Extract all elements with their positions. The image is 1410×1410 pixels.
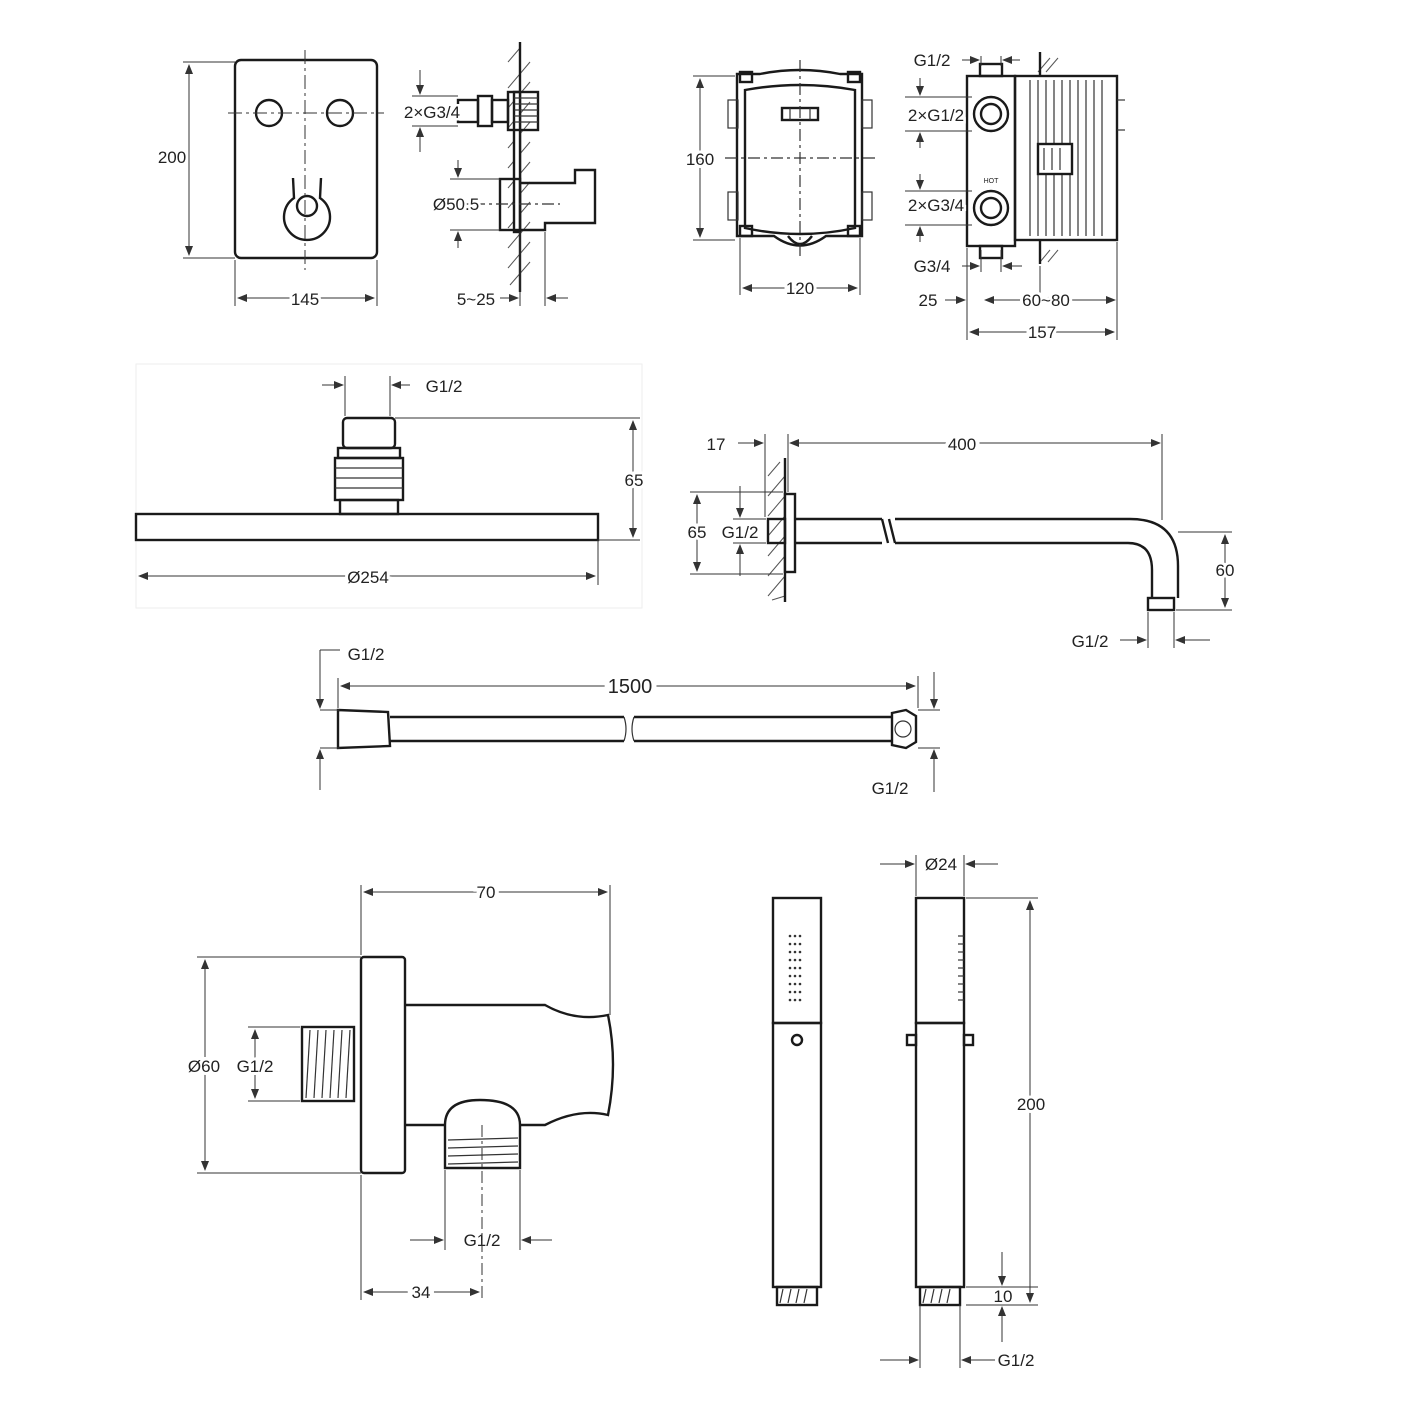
outlet-offset-label: 34	[412, 1283, 431, 1302]
plate-width-label: 145	[291, 290, 319, 309]
hand-diameter-label: Ø24	[925, 855, 957, 874]
box-outlet-thread-label: 2×G1/2	[908, 106, 964, 125]
box-front-view: 160 120	[683, 60, 875, 301]
mixer-side-view: 2×G3/4 Ø50.5 5~25	[401, 42, 597, 309]
hand-thread-length-label: 10	[994, 1287, 1013, 1306]
plate-height-label: 200	[158, 148, 186, 167]
side-depth-label: 5~25	[457, 290, 495, 309]
shower-arm-view: 17 400 65 G1/2 60 G1/2	[685, 431, 1238, 651]
head-shower-view: G1/2 65 Ø254	[134, 363, 646, 609]
head-height-label: 65	[625, 471, 644, 490]
hand-thread-label: G1/2	[998, 1351, 1035, 1370]
box-height-label: 160	[686, 150, 714, 169]
box-top-thread-label: G1/2	[914, 51, 951, 70]
arm-drop-label: 60	[1216, 561, 1235, 580]
arm-outlet-thread-label: G1/2	[1072, 632, 1109, 651]
hot-label: HOT	[984, 178, 1000, 185]
wall-outlet-view: 70 Ø60 G1/2 G1/2 34	[185, 879, 615, 1306]
box-width-label: 120	[786, 279, 814, 298]
hose-right-thread-label: G1/2	[872, 779, 909, 798]
hose-length-label: 1500	[608, 676, 653, 698]
outlet-length-label: 70	[477, 883, 496, 902]
box-side-view: HOT G1/2 2×G1/2 2×G3/4 G3/4 25 60~80	[905, 51, 1125, 345]
head-diameter-label: Ø254	[347, 568, 389, 587]
arm-flange-height-label: 65	[688, 523, 707, 542]
hose-left-thread-label: G1/2	[348, 645, 385, 664]
hand-length-label: 200	[1017, 1095, 1045, 1114]
arm-length-label: 400	[948, 435, 976, 454]
box-inlet-thread-label: 2×G3/4	[908, 196, 964, 215]
box-offset-label: 25	[919, 291, 938, 310]
hand-shower-front-view	[771, 896, 823, 1307]
head-thread-label: G1/2	[426, 377, 463, 396]
outlet-diameter-label: Ø60	[188, 1057, 220, 1076]
arm-flange-label: 17	[707, 435, 726, 454]
side-thread-label: 2×G3/4	[404, 103, 460, 122]
mixer-plate-view: 200 145	[158, 50, 384, 312]
box-bottom-thread-label: G3/4	[914, 257, 951, 276]
side-diameter-label: Ø50.5	[433, 195, 479, 214]
box-total-label: 157	[1028, 323, 1056, 342]
hand-shower-side-view: Ø24 200 10 G1/2	[880, 855, 1048, 1373]
arm-inlet-thread-label: G1/2	[722, 523, 759, 542]
outlet-inlet-thread-label: G1/2	[237, 1057, 274, 1076]
box-depth-label: 60~80	[1022, 291, 1070, 310]
hose-view: G1/2 1500 G1/2	[316, 645, 940, 798]
